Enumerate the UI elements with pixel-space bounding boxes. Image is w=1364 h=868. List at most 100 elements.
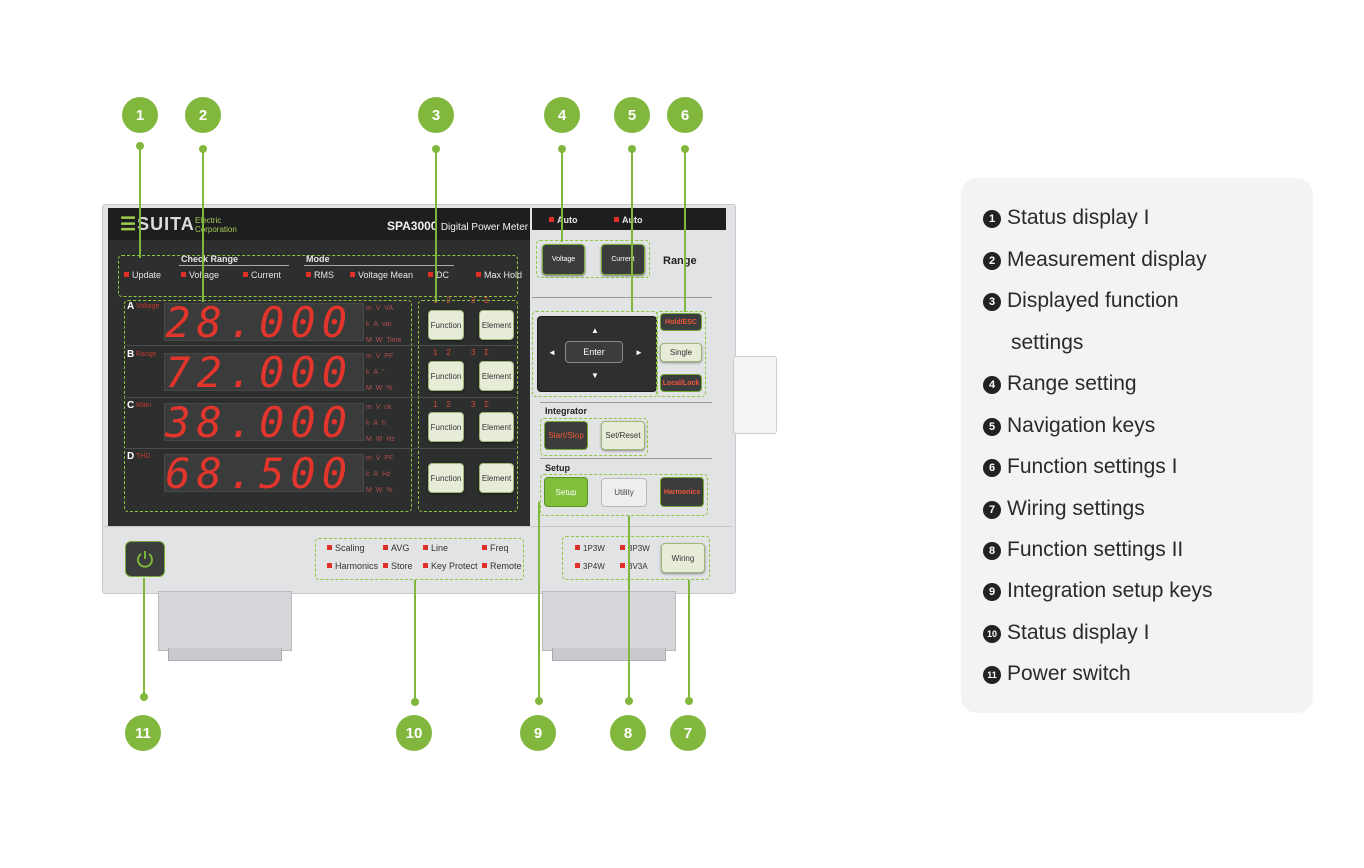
unit-label: m (366, 455, 372, 462)
brand-sub: Electric Corporation (195, 216, 237, 234)
legend-text: Range setting (1007, 372, 1137, 395)
function-button-c[interactable]: Function (428, 412, 464, 442)
wiring-3p3w: 3P3W (620, 544, 650, 553)
bottom-divider (104, 526, 732, 527)
element-num: Σ (484, 296, 490, 305)
function-settings-i-outline (656, 311, 706, 397)
legend-text: settings (1011, 331, 1084, 354)
legend-text: Power switch (1007, 662, 1131, 685)
led-icon (423, 563, 428, 568)
row-separator (124, 345, 518, 346)
led-icon (243, 272, 248, 277)
range-current-button[interactable]: Current (601, 244, 645, 275)
unit-label: k (366, 420, 370, 427)
navigation-keys-outline (532, 311, 658, 397)
function-button-a[interactable]: Function (428, 310, 464, 340)
unit-label: var (381, 321, 392, 328)
legend-text: Integration setup keys (1007, 579, 1213, 602)
row-sub-a: Voltage (136, 303, 160, 310)
range-voltage-button[interactable]: Voltage (542, 244, 585, 275)
function-button-d[interactable]: Function (428, 463, 464, 493)
status-harmonics-label: Harmonics (335, 561, 379, 571)
unit-label: M (366, 487, 372, 494)
power-switch[interactable] (125, 541, 165, 577)
status-update: Update (124, 270, 161, 280)
row-sub-b: Range (136, 351, 157, 358)
status-harmonics: Harmonics (327, 561, 378, 571)
led-icon (482, 545, 487, 550)
unit-label: % (386, 487, 393, 494)
nav-left-button[interactable]: ◄ (548, 348, 556, 357)
harmonics-button[interactable]: Harmonics (660, 477, 704, 507)
led-icon (428, 272, 433, 277)
row-sub-d: THD (136, 453, 151, 460)
led-icon (575, 563, 580, 568)
measurement-value-c: 38.000 (164, 398, 364, 447)
status-freq-label: Freq (490, 543, 509, 553)
unit-label: V (375, 455, 381, 462)
status-line: Line (423, 543, 448, 553)
status-dc-label: DC (436, 270, 449, 280)
callout-line (435, 150, 437, 302)
unit-label: Hz (386, 436, 395, 443)
legend-number: 2 (983, 252, 1001, 270)
element-num: 2 (446, 348, 451, 357)
unit-label: V (375, 305, 381, 312)
unit-label: k (366, 369, 370, 376)
led-icon (306, 272, 311, 277)
led-icon (620, 563, 625, 568)
row-sub-c: Main (136, 402, 152, 409)
utility-button[interactable]: Utility (601, 478, 647, 507)
status-current: Current (243, 270, 281, 280)
status-update-label: Update (132, 270, 162, 280)
power-icon (137, 551, 153, 568)
function-button-b[interactable]: Function (428, 361, 464, 391)
unit-label: W (375, 385, 383, 392)
callout-7: 7 (670, 715, 706, 751)
callout-line (631, 150, 633, 312)
enter-button[interactable]: Enter (565, 341, 623, 363)
status-dc: DC (428, 270, 449, 280)
local-lock-button[interactable]: Local/Lock (660, 374, 702, 392)
start-stop-button[interactable]: Start/Stop (544, 421, 588, 450)
status-line-label: Line (431, 543, 449, 553)
hold-esc-button[interactable]: Hold/ESC (660, 313, 702, 331)
nav-up-button[interactable]: ▲ (591, 326, 599, 335)
setup-button[interactable]: Setup (544, 477, 588, 507)
unit-d: m V PF k A Hz M W % (366, 451, 410, 499)
element-button-b[interactable]: Element (479, 361, 514, 391)
measurement-value-d: 68.500 (164, 449, 364, 498)
status-voltage: Voltage (181, 270, 219, 280)
status-rms-label: RMS (314, 270, 334, 280)
single-button[interactable]: Single (660, 343, 702, 362)
callout-5: 5 (614, 97, 650, 133)
element-num: 2 (446, 296, 451, 305)
element-num: 3 (470, 348, 476, 357)
element-button-a[interactable]: Element (479, 310, 514, 340)
integration-outline (540, 418, 648, 456)
element-button-d[interactable]: Element (479, 463, 514, 493)
unit-label: A (373, 321, 379, 328)
measurement-value-b: 72.000 (164, 348, 364, 397)
callout-dot (681, 145, 689, 153)
set-reset-button[interactable]: Set/Reset (601, 421, 645, 450)
callout-line (143, 578, 145, 698)
element-button-c[interactable]: Element (479, 412, 514, 442)
status-remote: Remote (482, 561, 522, 571)
wiring-1p3w-label: 1P3W (583, 544, 605, 553)
wiring-button[interactable]: Wiring (661, 543, 705, 573)
measurement-value-a: 28.000 (164, 298, 364, 347)
nav-down-button[interactable]: ▼ (591, 371, 599, 380)
nav-right-button[interactable]: ► (635, 348, 643, 357)
unit-b: m V PF k A ° M W % (366, 349, 410, 397)
function-settings-outline (418, 300, 518, 512)
callout-10: 10 (396, 715, 432, 751)
left-foot (158, 591, 292, 651)
